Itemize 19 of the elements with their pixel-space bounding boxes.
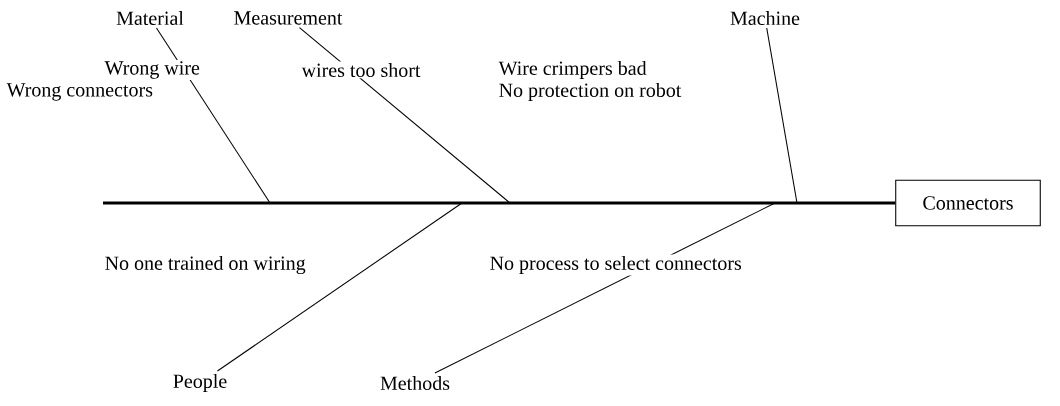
cause-text: No process to select connectors <box>488 254 744 276</box>
cause-text: No protection on robot <box>497 81 683 103</box>
cause-text: Wrong wire <box>103 59 202 81</box>
cause-text: wires too short <box>300 61 422 79</box>
cause-text: Wrong connectors <box>5 81 155 103</box>
bone-line <box>434 202 776 374</box>
effect-box: Connectors <box>895 179 1041 227</box>
bone-line <box>155 27 271 204</box>
category-label: People <box>173 373 227 393</box>
spine-line <box>103 201 896 205</box>
category-label: Measurement <box>234 11 343 25</box>
bone-line <box>216 202 463 372</box>
category-label: Methods <box>380 375 450 390</box>
cause-text: No one trained on wiring <box>103 254 307 276</box>
category-label: Material <box>116 10 184 26</box>
category-label: Machine <box>730 10 800 26</box>
bone-line <box>298 27 511 204</box>
bone-line <box>766 27 798 204</box>
cause-text: Wire crimpers bad <box>497 59 648 81</box>
